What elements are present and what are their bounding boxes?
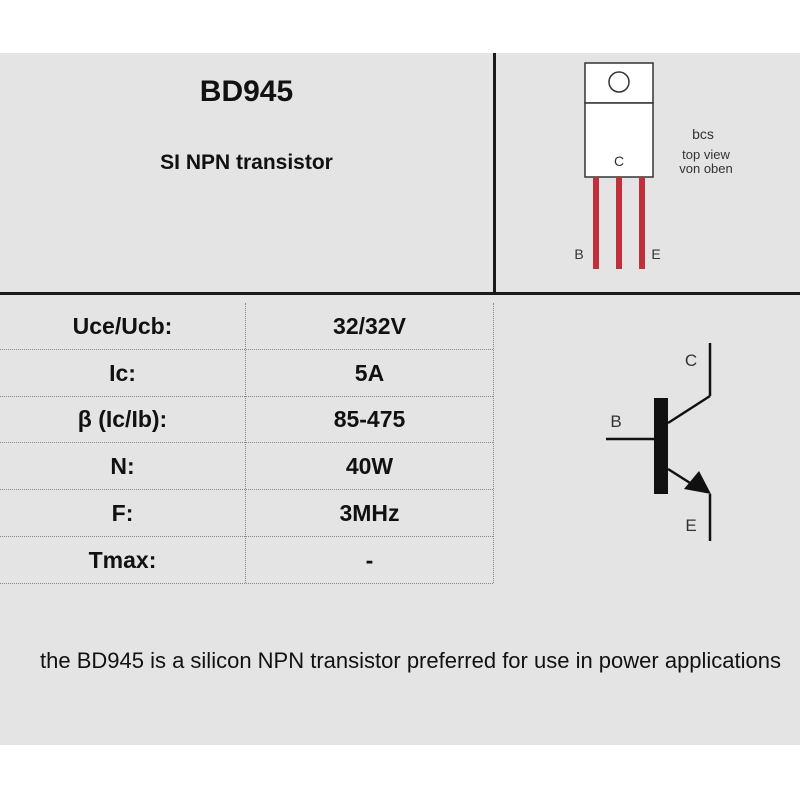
part-description: SI NPN transistor xyxy=(160,151,333,174)
spec-right-divider xyxy=(493,303,494,583)
symbol-collector-label: C xyxy=(685,351,697,370)
package-pin-e-label: E xyxy=(651,246,660,262)
spec-label: Ic: xyxy=(109,359,136,386)
spec-column-divider xyxy=(245,303,246,583)
lead-e xyxy=(639,177,645,269)
spec-row: N: 40W xyxy=(0,443,493,491)
spec-value: 40W xyxy=(345,453,394,480)
symbol-base-bar xyxy=(654,398,668,494)
symbol-emitter-label: E xyxy=(685,516,696,535)
header-divider xyxy=(493,53,496,292)
package-pin-b-label: B xyxy=(574,246,583,262)
part-number: BD945 xyxy=(199,75,294,108)
symbol-base-label: B xyxy=(610,412,621,431)
spec-row: Tmax: - xyxy=(0,537,493,583)
mounting-hole-icon xyxy=(608,71,630,93)
spec-row: F: 3MHz xyxy=(0,490,493,537)
lead-b xyxy=(593,177,599,269)
spec-value: - xyxy=(365,546,374,573)
emitter-arrow-icon xyxy=(684,471,711,494)
spec-bottom-divider xyxy=(0,583,493,584)
package-code-label: bcs xyxy=(692,126,714,142)
spec-label: β (Ic/Ib): xyxy=(77,406,168,433)
spec-value: 5A xyxy=(354,359,385,386)
datasheet: BD945 SI NPN transistor C B E bcs top vi… xyxy=(0,53,800,745)
header-section: BD945 SI NPN transistor xyxy=(0,53,800,295)
von-oben-label: von oben xyxy=(679,161,733,176)
top-view-label: top view xyxy=(682,147,730,162)
symbol-collector-diagonal xyxy=(667,394,711,425)
spec-label: Tmax: xyxy=(88,546,157,573)
spec-value: 32/32V xyxy=(333,313,406,339)
package-diagram: C B E bcs top view von oben xyxy=(496,53,800,292)
transistor-symbol: C B E xyxy=(494,303,800,583)
spec-value: 85-475 xyxy=(333,406,406,433)
package-pin-c-label: C xyxy=(614,153,624,169)
spec-value: 3MHz xyxy=(339,499,400,526)
lead-c xyxy=(616,177,622,269)
spec-label: N: xyxy=(110,453,135,480)
description-text: the BD945 is a silicon NPN transistor pr… xyxy=(40,648,782,673)
spec-row: Uce/Ucb: 32/32V xyxy=(0,303,493,350)
spec-label: F: xyxy=(111,499,134,526)
spec-label: Uce/Ucb: xyxy=(72,313,173,339)
spec-row: Ic: 5A xyxy=(0,350,493,397)
spec-row: β (Ic/Ib): 85-475 xyxy=(0,396,493,444)
